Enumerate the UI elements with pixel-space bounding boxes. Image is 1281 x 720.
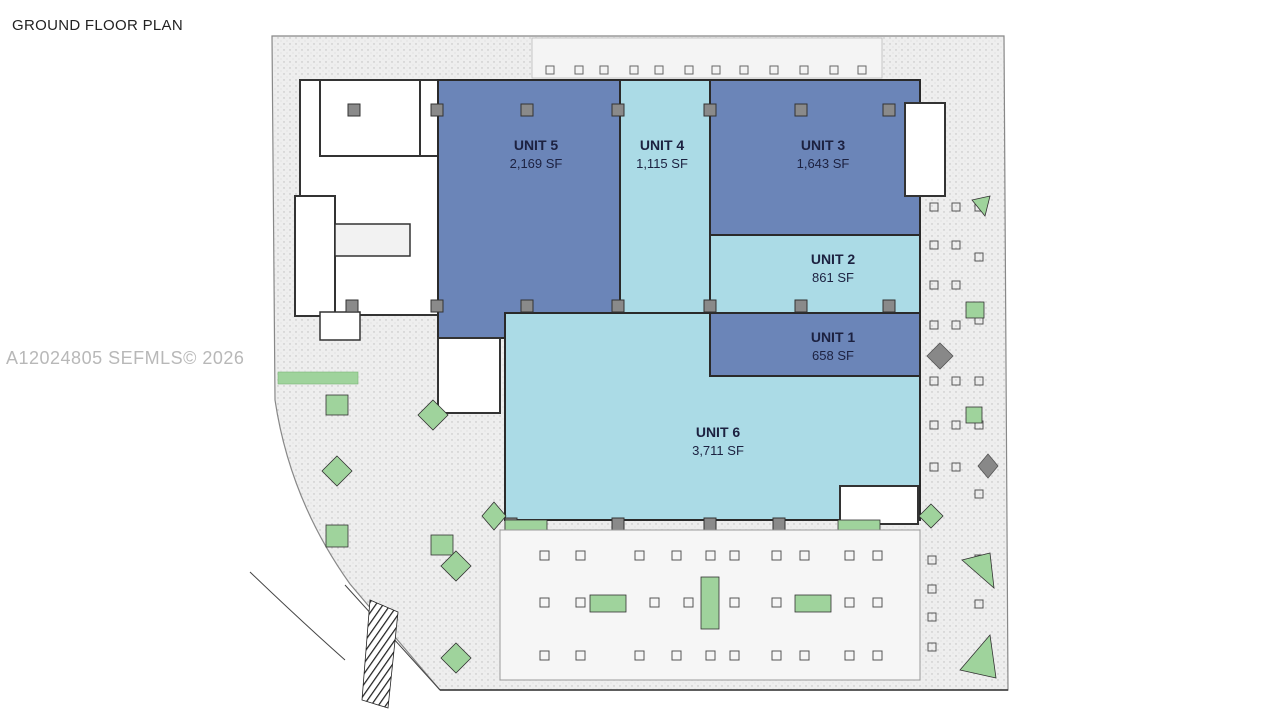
unit2-area-label: 861 SF [812, 270, 854, 285]
stair-west [294, 195, 336, 317]
unit-labels: UNIT 5 2,169 SF UNIT 4 1,115 SF UNIT 3 1… [510, 137, 856, 458]
unit1-name: UNIT 1 [811, 329, 856, 345]
elevator-room [334, 223, 411, 257]
unit6-area-label: 3,711 SF [692, 443, 744, 458]
unit6-name: UNIT 6 [696, 424, 741, 440]
stair-east [904, 102, 946, 197]
south-dining-tables [539, 550, 883, 661]
storefront-strip-east [837, 519, 881, 531]
unit1-area-label: 658 SF [812, 348, 854, 363]
stair-southeast [839, 485, 919, 525]
unit4-area [619, 79, 711, 314]
unit2-name: UNIT 2 [811, 251, 856, 267]
top-terrace-tables [545, 65, 867, 75]
plan-title: GROUND FLOOR PLAN [12, 17, 183, 34]
unit5-area [437, 79, 621, 339]
site-edge-curve [249, 571, 346, 661]
mls-watermark: A12024805 SEFMLS© 2026 [6, 348, 245, 368]
ramp-west [277, 371, 359, 385]
stair-south [437, 337, 501, 414]
unit5-name: UNIT 5 [514, 137, 559, 153]
unit1-area [709, 312, 921, 377]
unit3-name: UNIT 3 [801, 137, 846, 153]
storefront-strip-west [504, 519, 548, 531]
dark-planters [926, 342, 999, 479]
unit5-area-label: 2,169 SF [510, 156, 563, 171]
service-room-top [319, 79, 421, 157]
hatched-ramp [361, 599, 399, 709]
planters [321, 195, 997, 679]
unit4-area-label: 1,115 SF [636, 156, 688, 171]
unit4-name: UNIT 4 [640, 137, 685, 153]
unit3-area-label: 1,643 SF [797, 156, 850, 171]
core-lower [319, 311, 361, 341]
unit2-area [709, 234, 921, 314]
top-terrace [531, 37, 883, 79]
